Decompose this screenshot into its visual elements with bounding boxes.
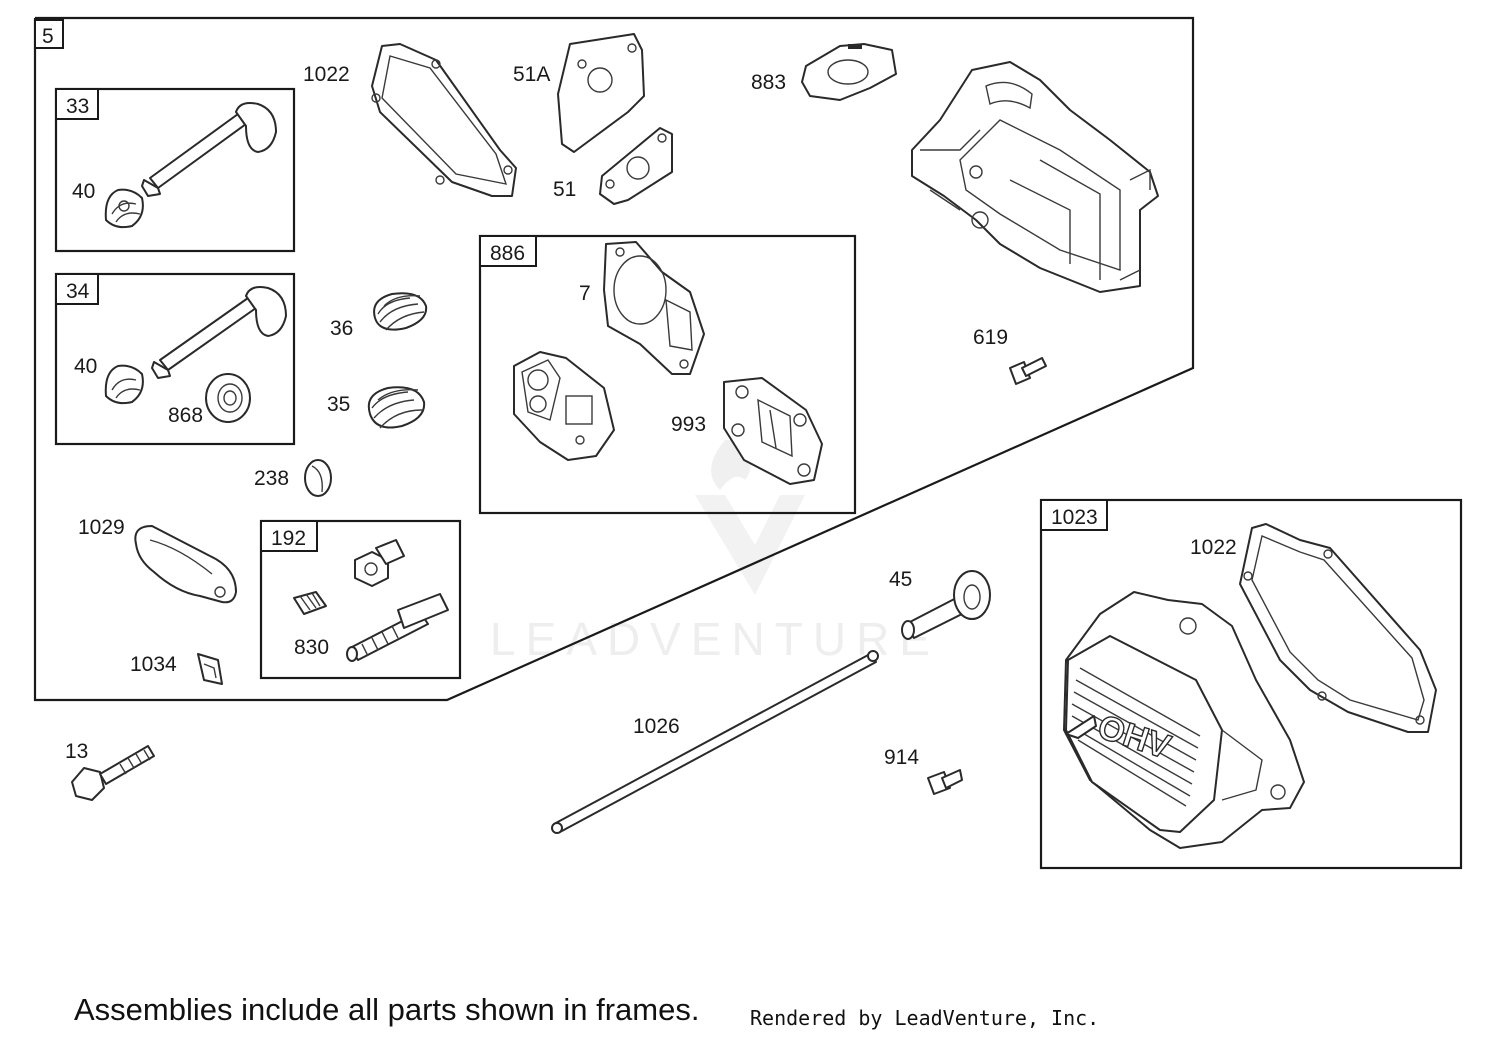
frame-5: 5 [33,16,1195,702]
cover-gasket-part [371,43,517,197]
push-rod-part [551,650,879,834]
clip-part [197,653,223,685]
frame-33-label: 33 [66,95,89,118]
valve-keeper-part [104,188,144,229]
carburetor-gasket-part [599,127,673,205]
expansion-plug-part [304,459,332,497]
intake-gasket-part [513,351,615,461]
label-51: 51 [553,178,576,201]
label-45: 45 [889,568,912,591]
frame-886-label: 886 [490,242,525,265]
valve-seal-part [205,373,251,423]
pivot-nut-part [293,591,327,615]
label-36: 36 [330,317,353,340]
label-914: 914 [884,746,919,769]
frame-1023-label: 1023 [1051,506,1098,529]
label-830: 830 [294,636,329,659]
rocker-gasket-part [723,377,823,485]
frame-5-label: 5 [42,25,54,48]
valve-part [151,286,287,379]
label-1022: 1022 [1190,536,1237,559]
rocker-arm-part [134,525,237,604]
intake-gasket-part [557,33,645,153]
label-51a: 51A [513,63,550,86]
frame-33: 33 [54,87,296,253]
frame-192: 192 [259,519,462,680]
frame-886: 886 [478,234,857,515]
watermark: LEADVENTURE [490,440,940,665]
cylinder-head-part [911,61,1159,293]
assembly-note: Assemblies include all parts shown in fr… [74,992,700,1027]
label-868: 868 [168,404,203,427]
bolt-part [71,745,155,801]
part-labels: 1022 51A 883 51 40 40 868 36 35 238 7 99… [65,63,1237,769]
rocker-stud-part [346,593,449,662]
frame-1023: 1023 OHV [1039,498,1463,870]
valve-keeper-part [104,364,144,405]
valve-spring-part [367,386,426,429]
head-gasket-part [603,241,705,375]
label-1029: 1029 [78,516,125,539]
bolt-part [1009,357,1047,385]
label-993: 993 [671,413,706,436]
frame-192-label: 192 [271,527,306,550]
rocker-nut-part [354,539,405,587]
valve-spring-part [373,292,428,331]
label-13: 13 [65,740,88,763]
label-7: 7 [579,282,591,305]
screw-part [927,769,963,795]
valve-cover-part: OHV [1063,591,1305,849]
frame-34-label: 34 [66,280,90,303]
label-40: 40 [72,180,95,203]
label-1022: 1022 [303,63,350,86]
label-40: 40 [74,355,97,378]
watermark-text: LEADVENTURE [490,613,940,665]
label-883: 883 [751,71,786,94]
label-35: 35 [327,393,350,416]
label-619: 619 [973,326,1008,349]
label-1026: 1026 [633,715,680,738]
label-1034: 1034 [130,653,177,676]
render-credit: Rendered by LeadVenture, Inc. [750,1006,1100,1030]
valve-part [141,102,277,197]
cover-gasket-part [1239,523,1437,733]
push-rod-guide-part [901,570,991,640]
intake-gasket-part [801,43,897,101]
label-238: 238 [254,467,289,490]
frame-34: 34 [54,272,296,446]
